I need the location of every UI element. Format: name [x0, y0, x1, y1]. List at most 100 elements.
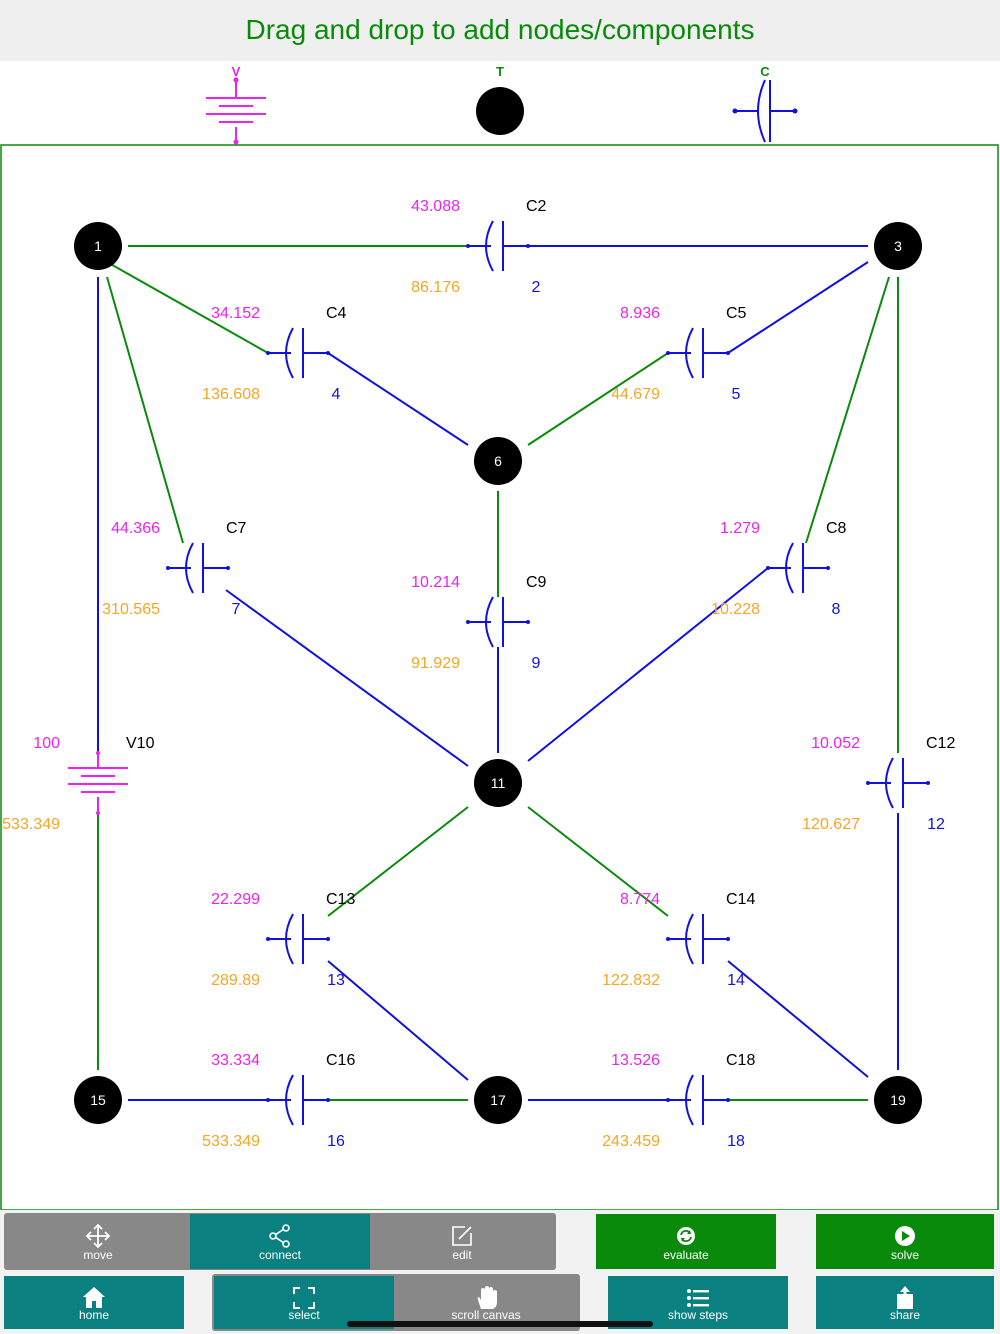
component-index: 18 [727, 1133, 745, 1150]
component-c5[interactable]: 8.936 C5 44.679 5 [611, 305, 746, 403]
node-label: 1 [94, 238, 102, 254]
component-name: C9 [526, 574, 547, 591]
component-name: C16 [326, 1052, 355, 1069]
node-19[interactable]: 19 [874, 1076, 922, 1124]
bottom-toolbar: move connect edit evaluate solve home [0, 1210, 1000, 1334]
component-index: 5 [732, 386, 741, 403]
node-11[interactable]: 11 [474, 759, 522, 807]
palette-voltage-source[interactable]: V [206, 64, 266, 145]
component-bottom-value: 289.89 [211, 972, 260, 989]
header-bar: Drag and drop to add nodes/components [0, 0, 1000, 61]
wire[interactable] [106, 276, 184, 544]
edit-label: edit [452, 1248, 472, 1262]
component-name: C18 [726, 1052, 755, 1069]
component-v10[interactable]: 100 V10 533.349 [2, 735, 154, 833]
component-name: C8 [826, 520, 847, 537]
node-3[interactable]: 3 [874, 222, 922, 270]
component-name: V10 [126, 735, 155, 752]
wire[interactable] [327, 352, 469, 446]
node-1[interactable]: 1 [74, 222, 122, 270]
component-name: C12 [926, 735, 955, 752]
wire[interactable] [225, 589, 469, 767]
component-bottom-value: 91.929 [411, 655, 460, 672]
solve-label: solve [890, 1248, 919, 1262]
wire[interactable] [106, 261, 269, 354]
wire[interactable] [527, 806, 669, 917]
connect-button[interactable]: connect [190, 1214, 370, 1269]
component-top-value: 100 [33, 735, 60, 752]
home-button[interactable]: home [4, 1276, 184, 1329]
component-name: C7 [226, 520, 247, 537]
component-index: 16 [327, 1133, 345, 1150]
node-label: 15 [90, 1092, 106, 1108]
show-steps-button[interactable]: show steps [608, 1276, 788, 1329]
component-top-value: 13.526 [611, 1052, 660, 1069]
edit-button[interactable]: edit [370, 1214, 554, 1269]
palette-node-label: T [496, 64, 504, 79]
wire[interactable] [805, 276, 890, 544]
wire[interactable] [527, 352, 669, 446]
node-15[interactable]: 15 [74, 1076, 122, 1124]
move-button[interactable]: move [6, 1214, 190, 1269]
component-bottom-value: 533.349 [2, 816, 60, 833]
component-name: C5 [726, 305, 747, 322]
component-name: C13 [326, 891, 355, 908]
component-top-value: 44.366 [111, 520, 160, 537]
node-17[interactable]: 17 [474, 1076, 522, 1124]
select-button[interactable]: select [214, 1276, 394, 1329]
show-steps-label: show steps [667, 1308, 729, 1322]
select-frame-icon [293, 1287, 315, 1309]
component-c16[interactable]: 33.334 C16 533.349 16 [202, 1052, 355, 1150]
wire[interactable] [727, 261, 869, 354]
component-bottom-value: 10.228 [711, 601, 760, 618]
wire[interactable] [527, 567, 769, 762]
component-top-value: 8.936 [620, 305, 660, 322]
component-index: 13 [327, 972, 345, 989]
page-title: Drag and drop to add nodes/components [245, 14, 755, 45]
scroll-canvas-button[interactable]: scroll canvas [394, 1276, 578, 1329]
share-button[interactable]: share [816, 1276, 994, 1329]
palette-capacitor[interactable]: C [732, 64, 798, 143]
component-bottom-value: 533.349 [202, 1133, 260, 1150]
home-indicator [347, 1321, 653, 1327]
home-label: home [78, 1308, 110, 1322]
wire[interactable] [327, 806, 469, 917]
node-label: 6 [494, 453, 502, 469]
hand-icon [477, 1286, 497, 1309]
canvas-border [0, 144, 999, 1210]
component-index: 2 [532, 279, 541, 296]
component-bottom-value: 136.608 [202, 386, 260, 403]
node-label: 11 [491, 775, 506, 791]
component-name: C4 [326, 305, 347, 322]
solve-button[interactable]: solve [816, 1214, 994, 1269]
palette-node[interactable]: T [476, 64, 524, 135]
node-6[interactable]: 6 [474, 437, 522, 485]
list-icon [687, 1289, 709, 1307]
wire[interactable] [727, 960, 869, 1078]
component-top-value: 33.334 [211, 1052, 260, 1069]
wires-layer [97, 245, 899, 1101]
component-bottom-value: 120.627 [802, 816, 860, 833]
component-bottom-value: 44.679 [611, 386, 660, 403]
connect-label: connect [258, 1248, 302, 1262]
wire[interactable] [327, 960, 469, 1081]
move-icon [85, 1223, 111, 1249]
component-name: C14 [726, 891, 755, 908]
refresh-icon [677, 1227, 695, 1245]
scroll-canvas-label: scroll canvas [451, 1308, 521, 1322]
component-index: 8 [832, 601, 841, 618]
evaluate-button[interactable]: evaluate [596, 1214, 776, 1269]
evaluate-label: evaluate [663, 1248, 709, 1262]
